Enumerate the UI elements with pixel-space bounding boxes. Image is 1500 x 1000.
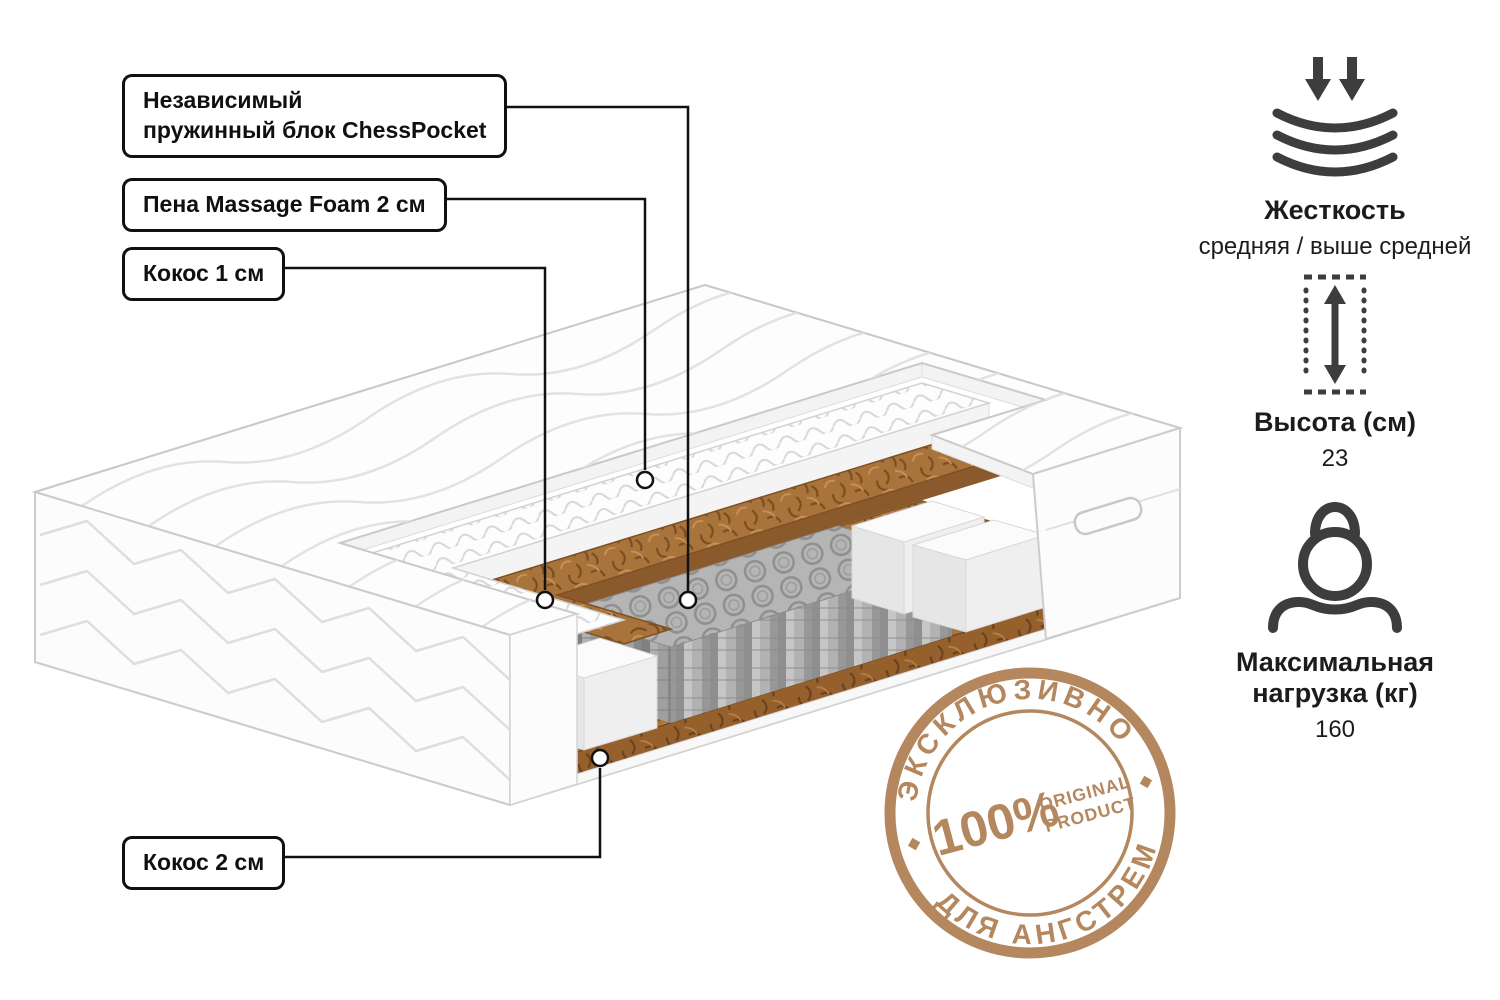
stamp-diamond: [1139, 775, 1153, 789]
feature-height-title: Высота (см): [1253, 407, 1417, 437]
feature-height-value: 23: [1321, 445, 1349, 472]
callout-coconut-top-label: Кокос 1 см: [143, 260, 265, 286]
mattress-side-right: [1031, 426, 1181, 641]
leader-foam: [400, 197, 647, 470]
height-arrow-icon: [1303, 274, 1367, 395]
pressure-arrows-icon: [1272, 57, 1398, 177]
authenticity-stamp: ЭКСКЛЮЗИВНО ДЛЯ АНГСТРЕМ 100% ORIGINAL P…: [868, 645, 1182, 977]
callout-coconut-top: Кокос 1 см: [122, 247, 286, 301]
mattress-side-front-strip: [509, 612, 578, 807]
callout-points: [535, 470, 698, 768]
point-foam: [635, 470, 655, 490]
stamp-diamond: [907, 837, 921, 851]
callout-foam-label: Пена Massage Foam 2 см: [143, 191, 426, 217]
feature-height: Высота (см) 23: [1180, 272, 1490, 474]
callout-lines: [280, 105, 690, 859]
leader-coconut-bottom: [280, 768, 602, 859]
leader-coconut-top: [280, 266, 547, 590]
feature-hardness-value: средняя / выше средней: [1198, 233, 1472, 260]
callout-spring-line1: Независимый: [143, 87, 303, 113]
feature-hardness-title: Жесткость: [1264, 195, 1406, 225]
callout-massage-foam: Пена Massage Foam 2 см: [122, 178, 447, 232]
callout-spring-line2: пружинный блок ChessPocket: [143, 116, 487, 143]
feature-hardness: Жесткость средняя / выше средней: [1180, 55, 1490, 262]
point-coconut-top: [535, 590, 555, 610]
point-spring: [678, 590, 698, 610]
kettlebell-icon: [1268, 502, 1402, 633]
point-coconut-bottom: [590, 748, 610, 768]
coconut-step-face: [557, 444, 1046, 613]
side-handle: [1073, 496, 1143, 536]
callout-coconut-bottom-label: Кокос 2 см: [143, 849, 265, 875]
callout-coconut-bottom: Кокос 2 см: [122, 836, 286, 890]
feature-max-load-value: 160: [1314, 716, 1356, 743]
feature-max-load-title: Максимальная нагрузка (кг): [1235, 647, 1435, 708]
feature-max-load: Максимальная нагрузка (кг) 160: [1180, 482, 1490, 745]
callout-spring-block: Независимый пружинный блок ChessPocket: [122, 74, 508, 158]
